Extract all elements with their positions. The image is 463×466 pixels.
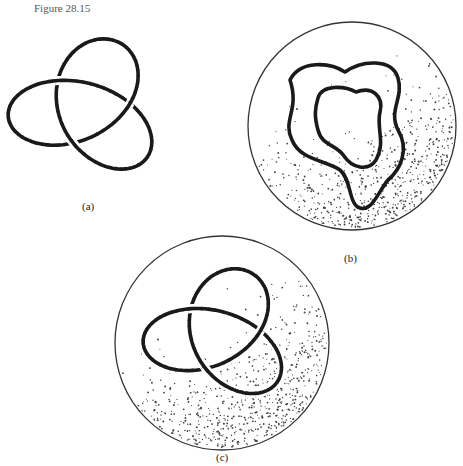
panel-label: (b) xyxy=(344,252,357,264)
panel-label: (a) xyxy=(82,200,94,212)
disc-outline xyxy=(115,236,329,450)
trefoil-knot xyxy=(143,269,281,394)
unknot-curve xyxy=(289,63,404,209)
stippling xyxy=(122,55,454,448)
disc-outline xyxy=(248,22,456,230)
trefoil-knot xyxy=(8,39,152,169)
panel-label: (c) xyxy=(216,451,228,463)
figure-caption: Figure 28.15 xyxy=(34,2,90,14)
